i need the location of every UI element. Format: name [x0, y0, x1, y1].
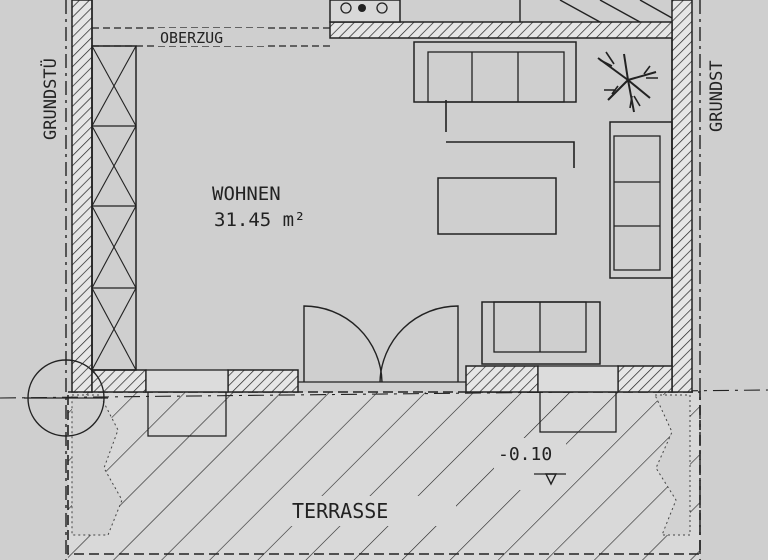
plant-icon: [597, 51, 658, 113]
wall-left: [71, 0, 93, 393]
windows: [145, 365, 619, 437]
terrace-label: TERRASSE: [292, 499, 388, 523]
stair-lines: [519, 0, 673, 23]
wall-bottom-right: [617, 365, 673, 393]
terrace-hatch: [68, 392, 700, 560]
stove: [329, 0, 401, 23]
walls: [71, 0, 693, 393]
sofa-top: [413, 41, 577, 103]
terrace-door: [298, 305, 466, 383]
sofa-right: [609, 121, 673, 279]
wall-right: [671, 0, 693, 393]
beam-label: OBERZUG: [160, 29, 223, 47]
wall-bottom-mid-right: [465, 365, 539, 393]
terrace-label-bg: [284, 496, 456, 526]
wall-top-right: [329, 21, 673, 39]
wall-bottom-mid-left: [227, 369, 299, 393]
left-shelf: [91, 45, 137, 371]
terrace: [67, 391, 701, 560]
rug-outline: [445, 100, 575, 168]
level-label: -0.10: [498, 444, 552, 465]
property-line-left-label: GRUNDSTÜ: [39, 58, 61, 140]
property-line-right-label: GRUNDST: [707, 60, 727, 132]
stove-icon: [340, 2, 388, 14]
top-fixtures: [329, 0, 673, 23]
room-name: WOHNEN: [212, 183, 281, 205]
coffee-table: [437, 177, 557, 235]
level-label-bg: [494, 438, 566, 490]
axis-line: [0, 389, 768, 399]
soil-right: [654, 394, 691, 536]
soil-left: [71, 394, 123, 536]
sofa-bottom: [481, 301, 601, 365]
room-area: 31.45 m²: [214, 209, 306, 231]
